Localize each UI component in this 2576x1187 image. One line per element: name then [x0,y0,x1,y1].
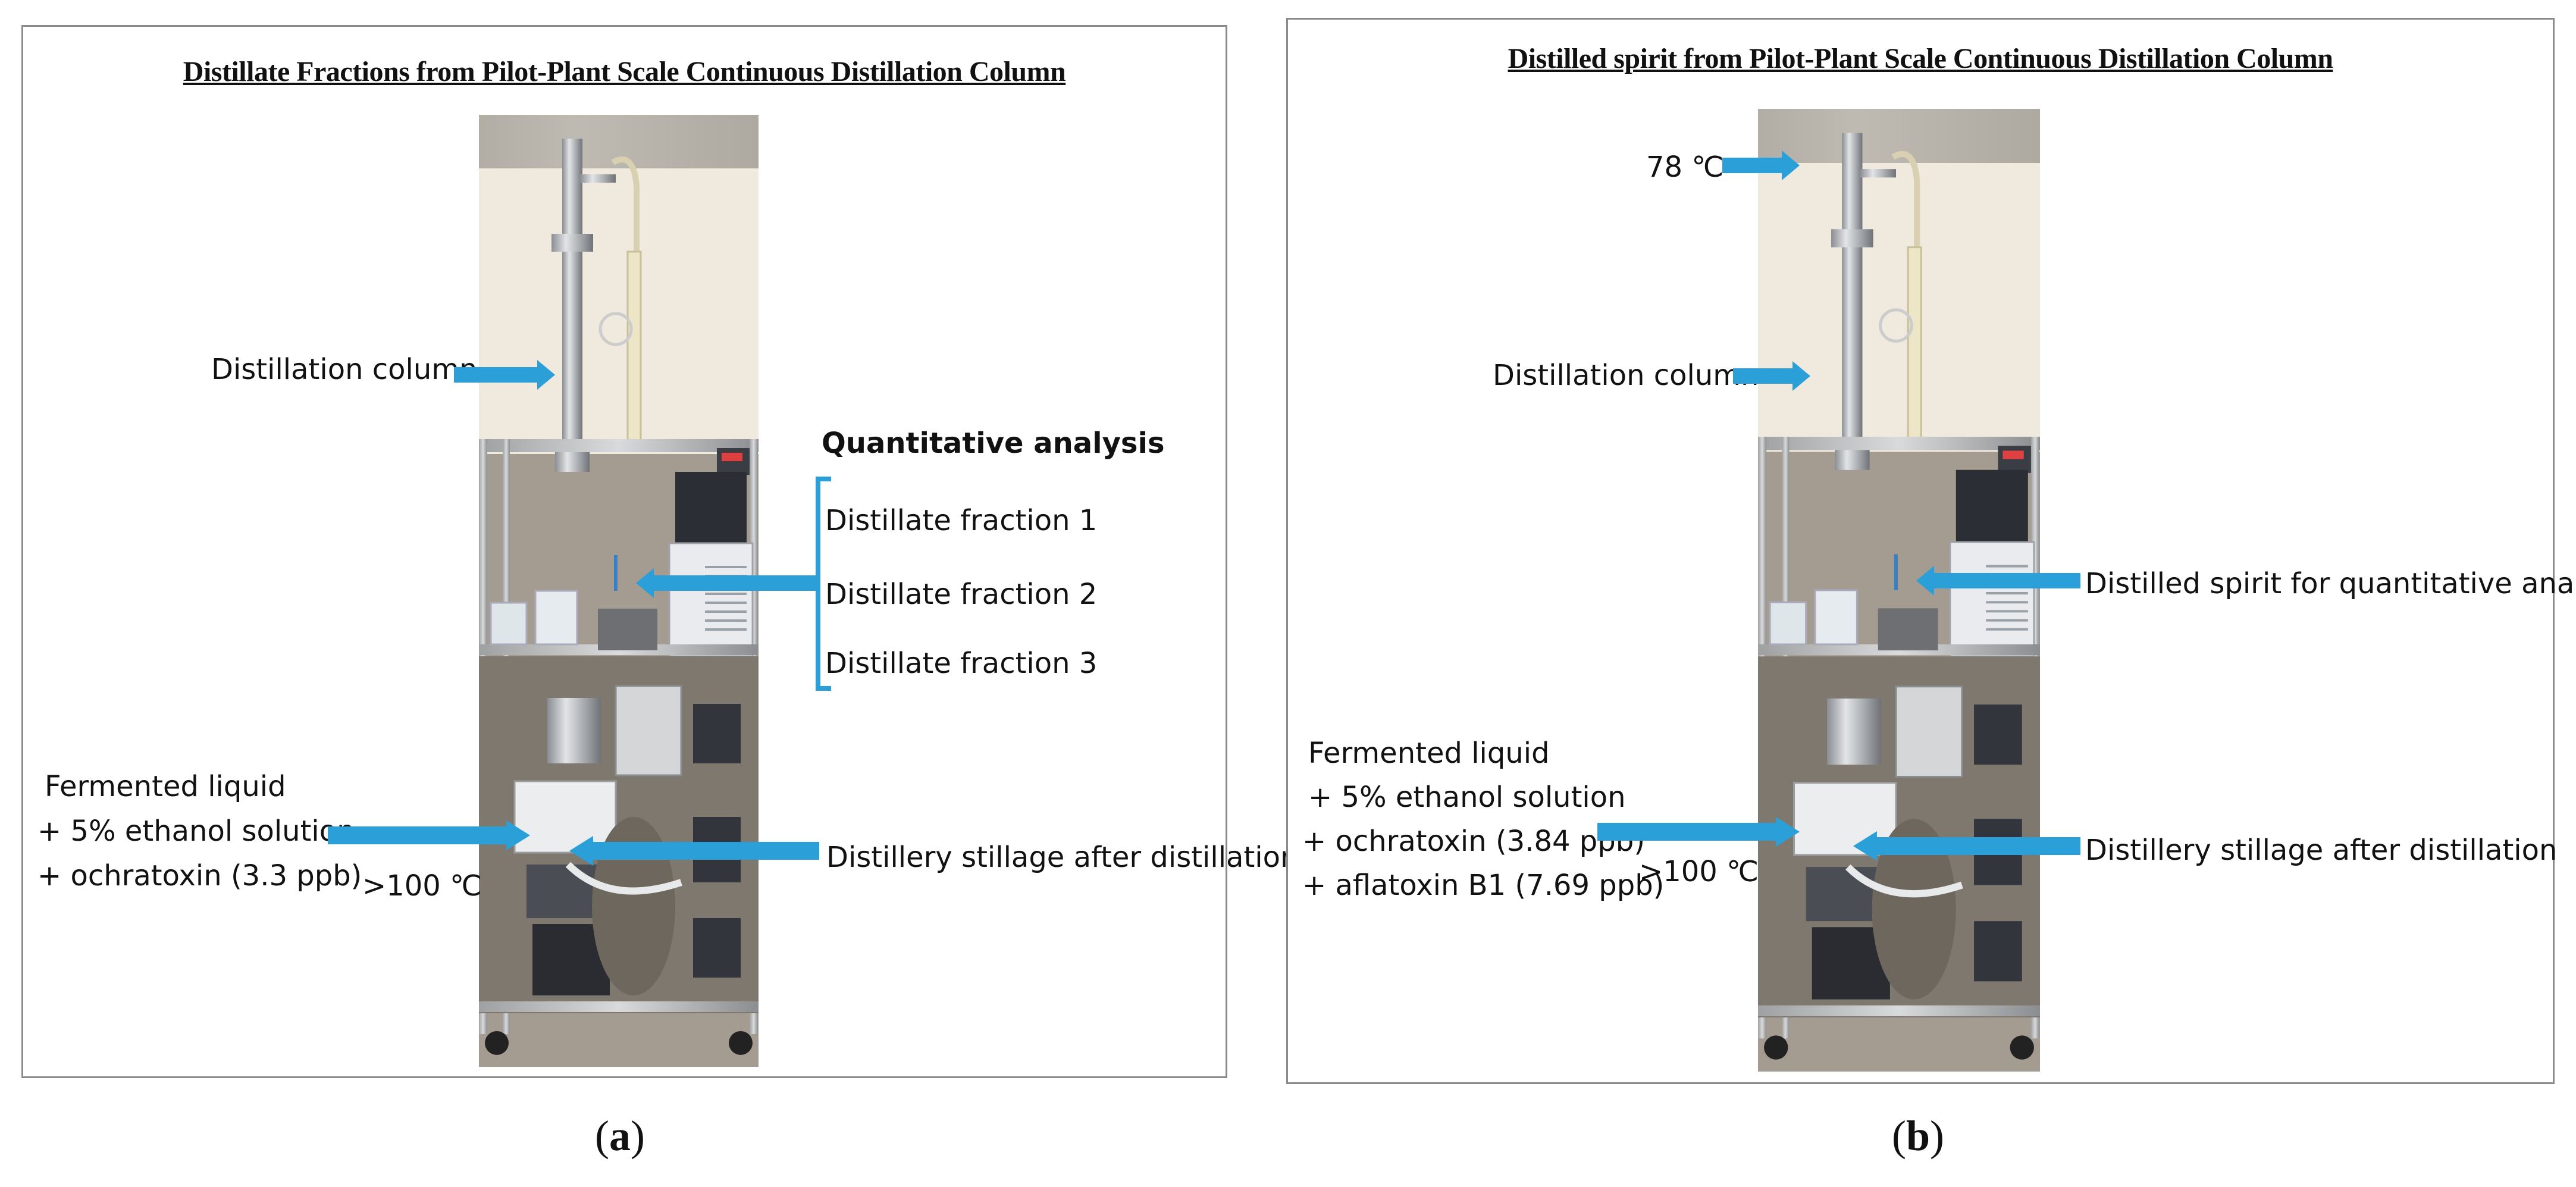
caption-b: (b) [1892,1111,1944,1161]
label-feed-line-2: + 5% ethanol solution [1308,781,1626,814]
arrow-right-icon [454,360,555,390]
arrow-right-icon [328,820,530,850]
label-feed-line-4: + aflatoxin B1 (7.69 ppb) [1302,869,1665,902]
panel-a-title: Distillate Fractions from Pilot-Plant Sc… [183,56,1066,87]
label-temperature-boiler: >100 ℃ [362,869,482,903]
label-feed-line-3: + ochratoxin (3.3 ppb) [37,859,362,892]
caption-b-close: ) [1930,1112,1945,1160]
label-distilled-spirit: Distilled spirit for quantitative analys… [2085,567,2576,600]
arrow-left-icon [636,568,820,598]
arrow-right-icon [1597,817,1800,847]
caption-a-letter: a [609,1112,631,1160]
caption-a-open: ( [595,1112,609,1160]
caption-b-letter: b [1906,1112,1931,1160]
arrow-right-icon [1722,151,1800,180]
caption-b-open: ( [1892,1112,1906,1160]
label-feed-line-1: Fermented liquid [1308,737,1550,770]
label-feed-line-3: + ochratoxin (3.84 ppb) [1302,825,1645,858]
caption-a-close: ) [630,1112,645,1160]
label-distillation-column: Distillation column [1493,359,1759,392]
label-distillation-column: Distillation column [211,353,478,386]
label-feed-line-2: + 5% ethanol solution [37,815,355,848]
arrow-left-icon [1916,566,2080,596]
label-distillery-stillage: Distillery stillage after distillation [2085,834,2558,867]
label-top-temperature: 78 ℃ [1646,151,1724,184]
panel-b-title: Distilled spirit from Pilot-Plant Scale … [1508,43,2333,74]
label-feed-line-1: Fermented liquid [45,770,286,803]
panel-b-apparatus-photo [1758,109,2040,1072]
arrow-left-icon [569,836,819,866]
label-distillery-stillage: Distillery stillage after distillation [826,841,1299,874]
arrow-right-icon [1733,361,1810,391]
label-temperature-boiler: >100 ℃ [1639,855,1759,888]
panel-b: Distilled spirit from Pilot-Plant Scale … [1286,18,2576,1084]
caption-a: (a) [595,1111,645,1161]
label-distillate-fraction-2: Distillate fraction 2 [825,578,1098,611]
label-quantitative-analysis: Quantitative analysis [822,427,1165,460]
label-distillate-fraction-3: Distillate fraction 3 [825,647,1098,680]
panel-a: Distillate Fractions from Pilot-Plant Sc… [21,25,1298,1078]
arrow-left-icon [1853,831,2080,861]
label-distillate-fraction-1: Distillate fraction 1 [825,504,1098,537]
